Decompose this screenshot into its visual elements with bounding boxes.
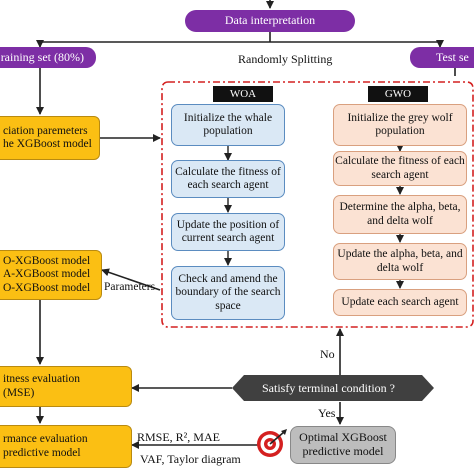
- data-interpretation-box: Data interpretation: [185, 10, 355, 32]
- woa-step-2-label: Calculate the fitness of each search age…: [175, 165, 281, 191]
- init-params-line1: ciation paremeters: [3, 124, 88, 137]
- initiation-params-box: ciation paremeters he XGBoost model: [0, 116, 100, 160]
- optimizer-dashed-frame: [161, 81, 474, 328]
- models-line1: O-XGBoost model: [3, 255, 91, 268]
- decision-label: Satisfy terminal condition ?: [262, 381, 395, 395]
- models-box: O-XGBoost model A-XGBoost model O-XGBoos…: [0, 250, 102, 300]
- training-set-label: raining set (80%): [0, 49, 84, 64]
- gwo-step-1-label: Initialize the grey wolf population: [347, 111, 453, 137]
- parameters-label: Parameters: [104, 281, 156, 293]
- gwo-header: GWO: [368, 86, 428, 102]
- woa-header: WOA: [213, 86, 273, 102]
- training-set-box: raining set (80%): [0, 47, 96, 68]
- models-line3: O-XGBoost model: [3, 281, 91, 294]
- models-line2: A-XGBoost model: [3, 268, 91, 281]
- gwo-step-2-label: Calculate the fitness of each search age…: [335, 155, 465, 181]
- fitness-line2: (MSE): [3, 386, 35, 399]
- test-set-label: Test se: [436, 49, 469, 64]
- woa-step-2: Calculate the fitness of each search age…: [171, 160, 285, 198]
- init-params-line2: he XGBoost model: [3, 138, 92, 150]
- gwo-step-4-label: Update the alpha, beta, and delta wolf: [337, 248, 463, 274]
- test-set-box: Test se: [410, 47, 474, 68]
- woa-step-3-label: Update the position of current search ag…: [176, 218, 280, 244]
- gwo-step-5-label: Update each search agent: [341, 295, 459, 308]
- no-label: No: [320, 347, 335, 361]
- perf-line2: predictive model: [3, 446, 81, 459]
- woa-step-4-label: Check and amend the boundary of the sear…: [175, 273, 281, 312]
- optimal-line1: Optimal XGBoost: [299, 430, 387, 445]
- woa-step-3: Update the position of current search ag…: [171, 213, 285, 251]
- fitness-line1: itness evaluation: [3, 373, 80, 386]
- data-interpretation-label: Data interpretation: [224, 13, 316, 28]
- split-label: Randomly Splitting: [238, 52, 333, 66]
- metrics-line1: RMSE, R², MAE: [137, 430, 220, 444]
- gwo-step-5: Update each search agent: [333, 289, 467, 316]
- gwo-step-3: Determine the alpha, beta, and delta wol…: [333, 195, 467, 234]
- gwo-step-4: Update the alpha, beta, and delta wolf: [333, 243, 467, 280]
- gwo-step-2: Calculate the fitness of each search age…: [333, 151, 467, 186]
- optimal-line2: predictive model: [302, 444, 384, 458]
- decision-shape: [232, 375, 434, 401]
- fitness-evaluation-box: itness evaluation (MSE): [0, 366, 132, 407]
- gwo-step-3-label: Determine the alpha, beta, and delta wol…: [339, 201, 461, 227]
- metrics-line2: VAF, Taylor diagram: [140, 452, 241, 466]
- woa-step-1-label: Initialize the whale population: [183, 111, 273, 137]
- target-icon: [257, 429, 287, 457]
- optimal-model-box: Optimal XGBoost predictive model: [290, 426, 396, 464]
- performance-evaluation-box: rmance evaluation predictive model: [0, 425, 132, 468]
- yes-label: Yes: [318, 406, 336, 420]
- gwo-step-1: Initialize the grey wolf population: [333, 104, 467, 146]
- perf-line1: rmance evaluation: [3, 433, 88, 446]
- woa-step-1: Initialize the whale population: [171, 104, 285, 146]
- woa-step-4: Check and amend the boundary of the sear…: [171, 266, 285, 320]
